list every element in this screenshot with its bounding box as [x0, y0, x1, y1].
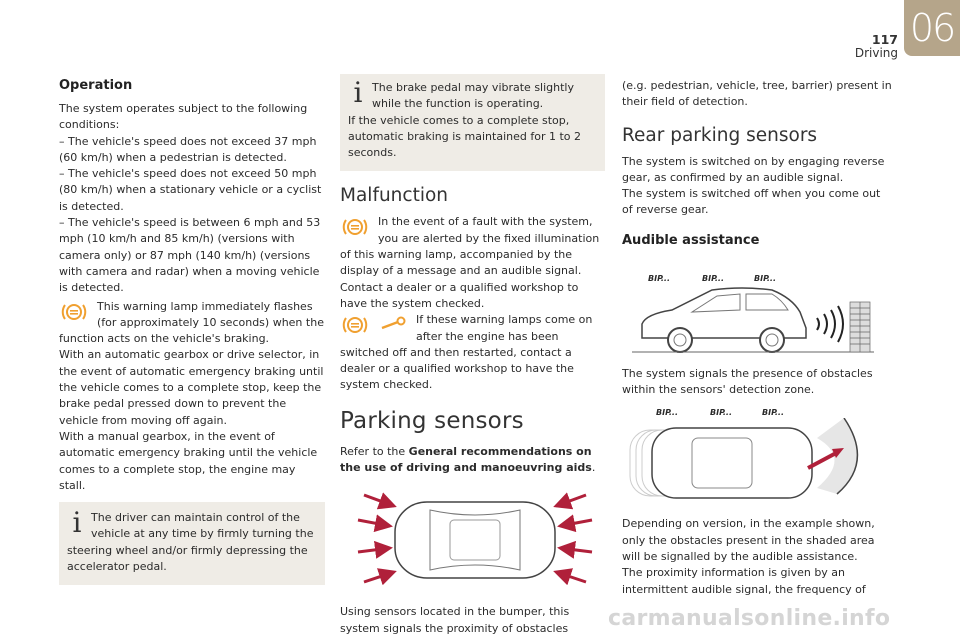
- reference-prefix: Refer to the: [340, 444, 409, 458]
- bip-label: BIP...: [656, 408, 678, 418]
- malfunction-heading: Malfunction: [340, 185, 449, 207]
- chapter-tab: 06: [904, 0, 960, 56]
- reference-link-text: General recommendations on the use of dr…: [340, 444, 592, 475]
- bip-label: BIP...: [710, 408, 732, 418]
- lamp-block: This warning lamp immediately flashes (f…: [59, 299, 325, 348]
- section-title: Driving: [854, 46, 898, 60]
- operation-heading: Operation: [59, 78, 133, 93]
- car-top-detection-illustration: BIP... BIP... BIP...: [622, 406, 882, 506]
- bip-label: BIP...: [754, 273, 776, 283]
- rear-text2: The system is switched off when you come…: [622, 187, 881, 217]
- rear-text5: The proximity information is given by an…: [622, 566, 866, 596]
- rear-parking-heading: Rear parking sensors: [622, 124, 818, 146]
- braking-warning-lamp-icon: [59, 299, 93, 323]
- audible-assistance-heading: Audible assistance: [622, 232, 760, 248]
- condition-pedestrian: – The vehicle's speed does not exceed 37…: [59, 134, 317, 164]
- bip-label: BIP...: [762, 408, 784, 418]
- condition-moving: – The vehicle's speed is between 6 mph a…: [59, 216, 321, 295]
- brake-note-line1: The brake pedal may vibrate slightly whi…: [372, 81, 574, 111]
- automatic-gearbox-text: With an automatic gearbox or drive selec…: [59, 348, 324, 427]
- warning-lamps-block: If these warning lamps come on after the…: [340, 312, 605, 393]
- car-top-view-illustration: [350, 490, 605, 590]
- bip-label: BIP...: [702, 273, 724, 283]
- service-wrench-icon: [342, 316, 406, 334]
- malfunction-text2: Contact a dealer or a qualified workshop…: [340, 280, 579, 310]
- brake-pedal-note: i The brake pedal may vibrate slightly w…: [340, 74, 605, 172]
- info-icon: i: [72, 506, 82, 540]
- malfunction-text1: In the event of a fault with the system,…: [340, 215, 600, 278]
- manual-gearbox-text: With a manual gearbox, in the event of a…: [59, 429, 318, 492]
- warning-lamps-text: If these warning lamps come on after the…: [340, 313, 593, 392]
- sensors-text: Using sensors located in the bumper, thi…: [340, 605, 570, 635]
- reference-suffix: .: [591, 461, 596, 475]
- parking-reference: Refer to the General recommendations on …: [340, 444, 605, 477]
- info-icon: i: [353, 76, 363, 109]
- rear-text4: Depending on version, in the example sho…: [622, 517, 875, 563]
- watermark: carmanualsonline.info: [608, 606, 891, 631]
- column-operation: Operation The system operates subject to…: [59, 78, 325, 586]
- malfunction-block: In the event of a fault with the system,…: [340, 214, 605, 312]
- rear-text1: The system is switched on by engaging re…: [622, 154, 885, 184]
- lamp-text: This warning lamp immediately flashes (f…: [59, 299, 324, 346]
- car-side-view-illustration: BIP... BIP... BIP...: [622, 256, 882, 356]
- column-rear-parking: (e.g. pedestrian, vehicle, tree, barrier…: [622, 78, 892, 598]
- warning-lamps-pair: [340, 312, 412, 336]
- page-number: 117: [871, 32, 898, 47]
- detection-field-text: (e.g. pedestrian, vehicle, tree, barrier…: [622, 79, 892, 109]
- bip-label: BIP...: [648, 273, 670, 283]
- braking-warning-lamp-icon: [340, 214, 374, 238]
- operation-intro: The system operates subject to the follo…: [59, 102, 308, 132]
- column-malfunction: i The brake pedal may vibrate slightly w…: [340, 74, 605, 637]
- rear-text3: The system signals the presence of obsta…: [622, 366, 873, 397]
- driver-control-note: i The driver can maintain control of the…: [59, 502, 325, 586]
- condition-stationary: – The vehicle's speed does not exceed 50…: [59, 167, 322, 213]
- parking-sensors-heading: Parking sensors: [340, 407, 524, 434]
- driver-control-text: The driver can maintain control of the v…: [67, 511, 314, 574]
- brake-note-line2: If the vehicle comes to a complete stop,…: [348, 113, 581, 160]
